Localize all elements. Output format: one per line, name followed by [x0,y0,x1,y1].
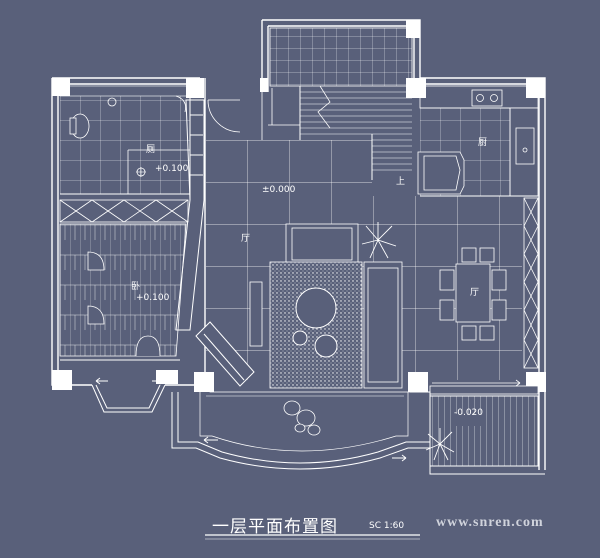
stepping-stones [283,400,321,436]
living-level-label: ±0.000 [262,185,296,195]
carpet [269,261,363,389]
bedroom-level-label: +0.100 [136,293,170,303]
diagonal-wall [175,99,205,331]
balcony-level-label: -0.020 [454,408,484,418]
stair-note-label: 上 [396,177,406,187]
bathroom [59,85,191,200]
dining-table [439,247,507,341]
drawing-scale: SC 1:60 [369,521,405,531]
stair-hall [268,27,413,180]
kitchen-label: 厨 [478,138,488,148]
bath-level-label: +0.100 [155,164,189,174]
bay-window-left [91,377,166,413]
balcony-plant-icon [425,428,455,461]
kitchen [417,85,539,197]
bedroom-label: 卧 [131,282,141,292]
sofa-set [249,223,403,389]
living-room-label: 厅 [241,234,251,244]
bedroom [59,223,187,361]
front-terrace [171,380,430,470]
sliding-door [195,321,255,387]
wardrobe [59,199,189,223]
plant-icon [361,222,397,259]
bath-room-label: 厕 [146,145,156,155]
right-cabinet [523,197,539,369]
title-underline [205,534,420,540]
watermark: www.snren.com [436,515,544,530]
drawing-title: 一层平面布置图 [212,517,338,537]
dining-label: 厅 [470,288,480,298]
right-balcony [429,379,545,475]
door-swing [207,92,263,140]
columns [52,20,546,392]
